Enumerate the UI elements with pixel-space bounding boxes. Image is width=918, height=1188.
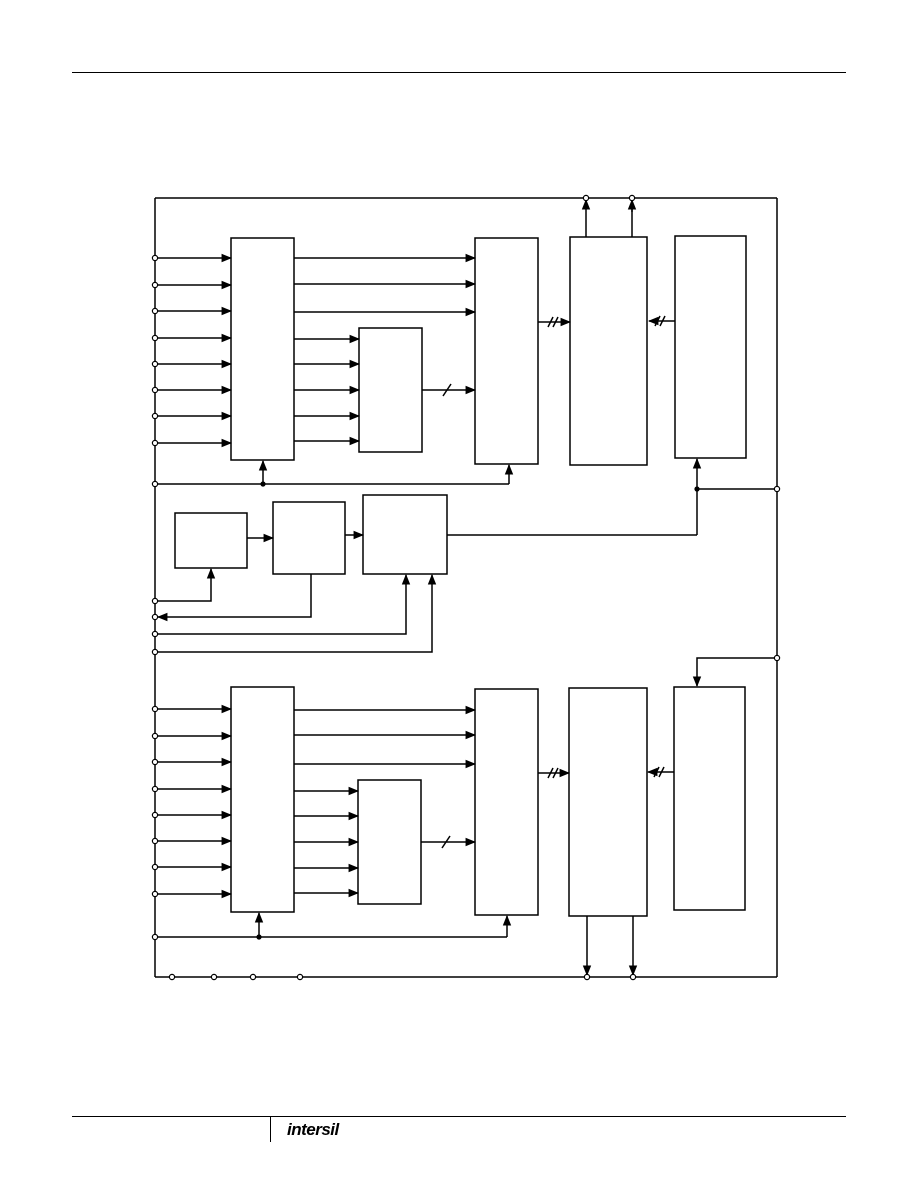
lower-output-control (692, 657, 777, 688)
control-block-2 (272, 501, 346, 575)
upper-channel (155, 198, 777, 535)
control-block-1 (174, 512, 248, 569)
intersil-logo: intersil (287, 1120, 339, 1139)
upper-input-lines (155, 253, 233, 448)
lower-logic-block (474, 688, 539, 916)
lower-register-block (568, 687, 648, 917)
lower-encoder-lines (294, 786, 360, 898)
outer-frame (154, 197, 778, 978)
upper-encoder-block (358, 327, 423, 453)
lower-channel (155, 657, 777, 977)
lower-input-lines (155, 704, 233, 899)
lower-input-mux-block (230, 686, 295, 913)
pin-terminals (151, 194, 781, 981)
control-section (155, 494, 697, 653)
lower-encoder-block (357, 779, 422, 905)
upper-direct-lines (294, 253, 477, 317)
upper-register-block (569, 236, 648, 466)
upper-logic-block (474, 237, 539, 465)
lower-direct-lines (294, 705, 477, 769)
lower-output-block (673, 686, 746, 911)
junction-dots (256, 481, 700, 940)
upper-input-mux-block (230, 237, 295, 461)
upper-output-block (674, 235, 747, 459)
upper-encoder-lines (294, 334, 361, 446)
control-block-3 (362, 494, 448, 575)
